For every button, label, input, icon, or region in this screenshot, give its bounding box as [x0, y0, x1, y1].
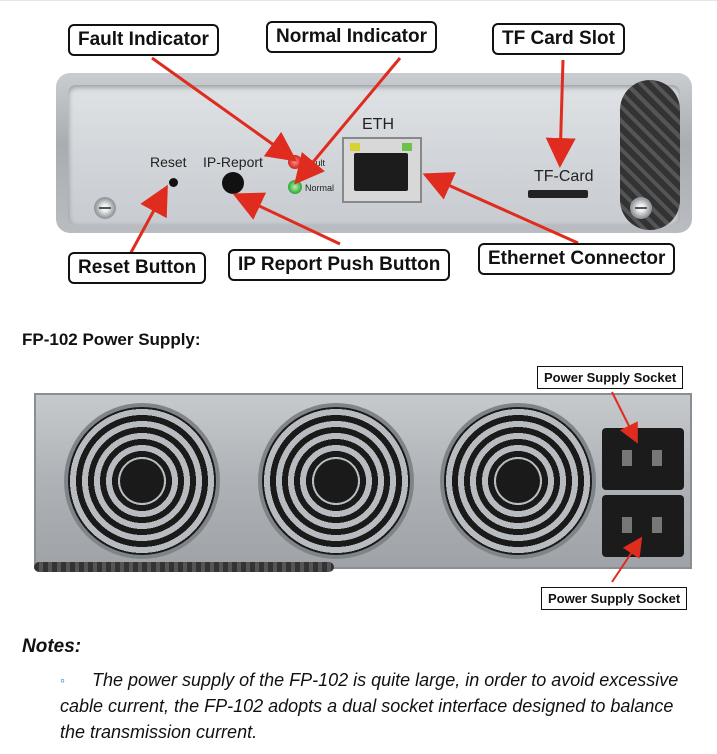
- tf-card-label: TF-Card: [534, 168, 594, 185]
- screw-icon: [94, 197, 116, 219]
- notes-title: Notes:: [22, 636, 82, 657]
- power-socket-top[interactable]: [602, 428, 684, 490]
- reset-label: Reset: [150, 154, 187, 170]
- reset-button[interactable]: [169, 178, 178, 187]
- fault-indicator-callout: Fault Indicator: [68, 24, 219, 56]
- normal-label: Normal: [305, 183, 335, 193]
- fan-icon: [258, 403, 414, 559]
- eth-socket: [354, 153, 408, 191]
- ip-report-button-callout: IP Report Push Button: [228, 249, 451, 281]
- cable-photo: [34, 562, 334, 572]
- fan-icon: [64, 403, 220, 559]
- normal-indicator-callout: Normal Indicator: [266, 21, 437, 53]
- ethernet-port[interactable]: [342, 137, 422, 203]
- screw-icon: [630, 197, 652, 219]
- bullet-icon: ◦: [60, 672, 65, 688]
- reset-button-callout: Reset Button: [68, 252, 207, 284]
- arrow-reset: [126, 184, 168, 259]
- note-item: The power supply of the FP-102 is quite …: [60, 667, 700, 745]
- power-supply-heading: FP-102 Power Supply:: [22, 330, 201, 349]
- callout-arrows: [126, 56, 579, 259]
- ip-report-label: IP-Report: [203, 154, 263, 170]
- power-socket-callout-top: Power Supply Socket: [537, 366, 684, 389]
- eth-link-led-icon: [350, 143, 360, 151]
- arrow-ip-report: [232, 192, 341, 246]
- arrow-tf-card: [545, 59, 576, 168]
- eth-activity-led-icon: [402, 143, 412, 151]
- arrow-normal: [294, 57, 402, 185]
- power-socket-bottom[interactable]: [602, 495, 684, 557]
- ethernet-connector-callout: Ethernet Connector: [478, 243, 676, 275]
- tf-card-slot-callout: TF Card Slot: [492, 23, 625, 55]
- fan-icon: [440, 403, 596, 559]
- top-divider: [0, 0, 717, 1]
- tf-card-slot[interactable]: [528, 190, 588, 198]
- note-text: The power supply of the FP-102 is quite …: [60, 670, 679, 742]
- eth-label: ETH: [362, 116, 394, 133]
- ip-report-button[interactable]: [222, 172, 244, 194]
- arrow-fault: [151, 56, 297, 162]
- power-socket-callout-bottom: Power Supply Socket: [541, 587, 688, 610]
- power-supply-photo: [34, 393, 692, 569]
- arrow-ethernet: [422, 172, 579, 245]
